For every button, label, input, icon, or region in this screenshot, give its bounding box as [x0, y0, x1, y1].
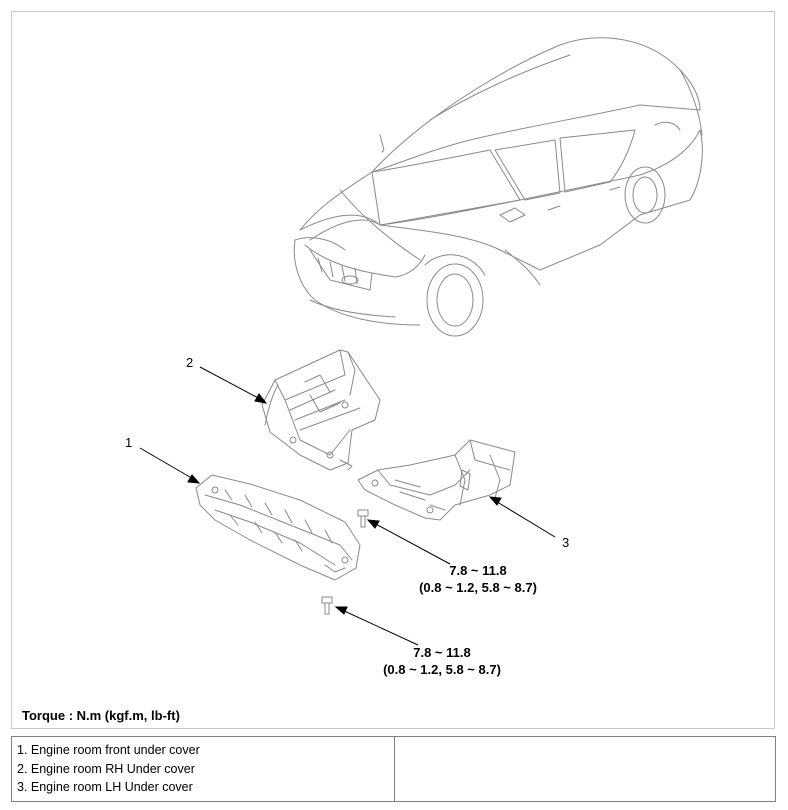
part-1-front-under-cover — [195, 474, 361, 581]
torque-units-note: Torque : N.m (kgf.m, lb-ft) — [22, 708, 180, 723]
torque-alt-rear: (0.8 ~ 1.2, 5.8 ~ 8.7) — [419, 580, 537, 595]
arrowhead-3 — [488, 496, 502, 506]
torque-spec-rear: 7.8 ~ 11.8 (0.8 ~ 1.2, 5.8 ~ 8.7) — [398, 562, 558, 596]
legend-item: 1. Engine room front under cover — [17, 743, 200, 757]
part-2-rh-under-cover — [261, 349, 381, 471]
callout-2: 2 — [186, 355, 194, 370]
vehicle-illustration — [293, 37, 703, 337]
leader-line-1 — [139, 447, 196, 481]
exploded-view-diagram — [139, 37, 703, 646]
arrowhead-torque-front — [334, 606, 348, 615]
legend-items-cell: 1. Engine room front under cover 2. Engi… — [11, 736, 395, 802]
leader-line-torque-front — [339, 608, 419, 646]
torque-value-rear: 7.8 ~ 11.8 — [449, 563, 507, 578]
legend-empty-cell — [394, 736, 776, 802]
arrowhead-1 — [187, 474, 201, 484]
leader-line-3 — [493, 499, 556, 538]
parts-legend-table: 1. Engine room front under cover 2. Engi… — [11, 736, 776, 802]
leader-line-torque-rear — [371, 521, 451, 565]
callout-3: 3 — [562, 535, 570, 550]
part-3-lh-under-cover — [357, 439, 516, 521]
torque-alt-front: (0.8 ~ 1.2, 5.8 ~ 8.7) — [383, 662, 501, 677]
arrowhead-torque-rear — [366, 519, 380, 529]
torque-value-front: 7.8 ~ 11.8 — [413, 645, 471, 660]
legend-item: 3. Engine room LH Under cover — [17, 780, 193, 794]
figure-frame — [11, 11, 775, 729]
leader-line-2 — [199, 366, 263, 401]
arrowhead-2 — [254, 393, 268, 404]
bolt-rear — [357, 509, 369, 528]
bolt-front — [321, 596, 333, 615]
legend-item: 2. Engine room RH Under cover — [17, 761, 195, 776]
torque-spec-front: 7.8 ~ 11.8 (0.8 ~ 1.2, 5.8 ~ 8.7) — [362, 644, 522, 678]
callout-1: 1 — [125, 435, 133, 450]
